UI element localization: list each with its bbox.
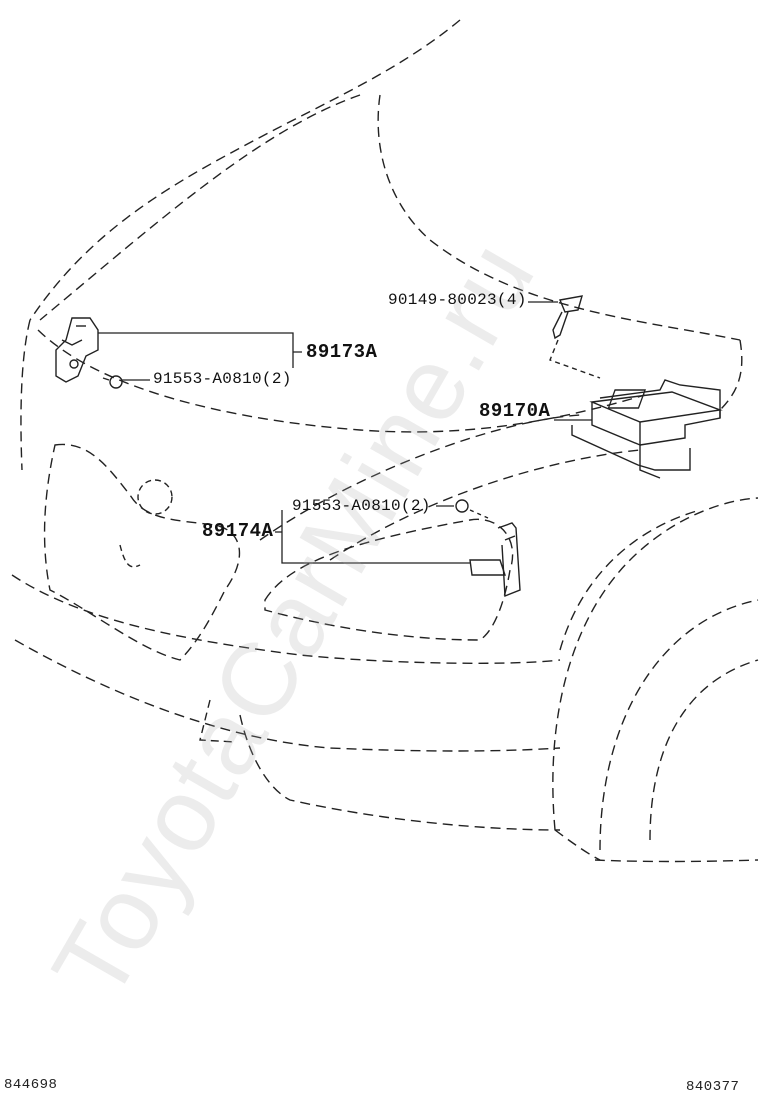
bolt-left <box>102 375 123 389</box>
bracket-89174a <box>469 522 521 598</box>
hood-right-edge <box>719 339 743 411</box>
emblem <box>137 479 173 515</box>
footer-right-code: 840377 <box>686 1079 740 1095</box>
front-sensor-89173a <box>55 317 99 383</box>
bumper-upper <box>11 574 561 664</box>
label-89173a: 89173A <box>306 341 378 363</box>
bumper-lower <box>14 639 561 752</box>
wheel-arch <box>552 497 759 831</box>
hood-inner-line <box>329 449 641 561</box>
grille-outline <box>43 443 241 661</box>
bolt-mid <box>455 499 489 519</box>
label-89170a: 89170A <box>479 400 551 422</box>
bolt-top-right <box>552 295 583 340</box>
label-89174a: 89174A <box>202 520 274 542</box>
hood-crease <box>377 94 741 341</box>
hood-left-edge <box>20 319 31 471</box>
headlamp <box>264 518 514 641</box>
wheel-outer <box>599 599 759 851</box>
hood-front-curve <box>39 94 361 321</box>
footer-left-code: 844698 <box>4 1077 58 1093</box>
label-91553-mid: 91553-A0810(2) <box>292 497 431 515</box>
label-90149: 90149-80023(4) <box>388 291 527 309</box>
lower-lip <box>239 714 561 831</box>
airbag-ecu-89170a <box>571 379 723 479</box>
wheel-inner <box>649 659 759 841</box>
fender-line <box>259 414 581 541</box>
label-91553-left: 91553-A0810(2) <box>153 370 292 388</box>
hood-outline <box>29 19 461 321</box>
